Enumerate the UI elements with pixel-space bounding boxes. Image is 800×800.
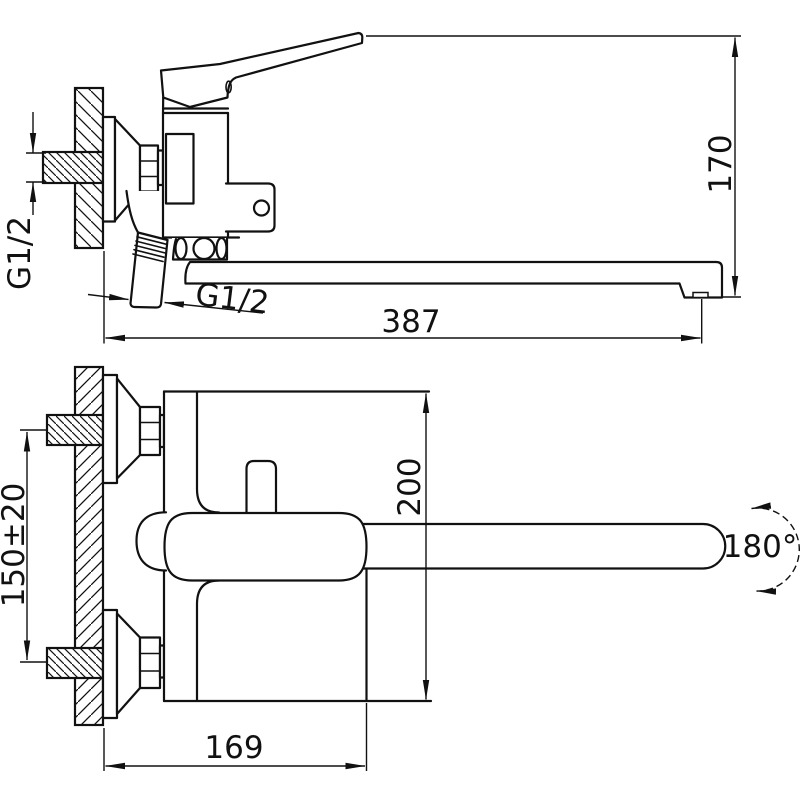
spout-side: [184, 260, 724, 299]
front-view: [45, 365, 727, 727]
side-view: [41, 31, 724, 309]
escutcheon-plate-bottom: [101, 608, 119, 720]
lever-handle-side: [159, 31, 364, 109]
hex-nut-top: [138, 405, 162, 457]
supply-pipe-top: [45, 413, 105, 447]
body-height-label: 200: [392, 457, 428, 516]
dimension-body-width: 169: [103, 703, 368, 771]
body-cover-plate: [164, 132, 195, 205]
spout-reach-label: 387: [381, 304, 440, 340]
dimension-mount-centers: 150±20: [0, 429, 46, 663]
cartridge-pill-front: [163, 511, 368, 582]
spout-front: [358, 522, 727, 570]
dimension-body-height: 200: [392, 393, 430, 700]
swivel-joint-side: [171, 236, 229, 261]
shower-thread-label: G1/2: [193, 277, 271, 322]
spout-bracket: [224, 182, 276, 233]
supply-pipe-bottom: [45, 646, 105, 680]
dimension-shower-thread: G1/2: [87, 277, 271, 322]
side-port-bump: [135, 511, 168, 572]
hex-nut-bottom: [138, 636, 162, 690]
spout-swivel-label: 180°: [723, 529, 798, 565]
mount-centers-label: 150±20: [0, 483, 32, 608]
body-width-label: 169: [204, 730, 263, 766]
handle-neck-detail: [225, 80, 232, 94]
supply-pipe-side: [41, 150, 105, 185]
wall-thread-label: G1/2: [2, 216, 38, 290]
overall-height-label: 170: [703, 134, 739, 193]
dimension-overall-height: 170: [366, 35, 741, 298]
hex-nut-side: [138, 144, 160, 193]
bracket-hole: [252, 199, 271, 217]
eccentric-cone-bottom: [115, 612, 142, 716]
escutcheon-plate-top: [101, 373, 119, 485]
aerator: [692, 291, 709, 299]
dimension-wall-thread: G1/2: [2, 112, 46, 290]
thread-lines: [132, 236, 168, 263]
shower-connector: [125, 189, 169, 309]
escutcheon-plate-side: [101, 115, 117, 223]
dimension-spout-swivel: 180°: [723, 502, 800, 595]
dimension-spout-reach: 387: [103, 251, 703, 344]
mixer-body-side: [161, 96, 241, 239]
eccentric-cone-top: [115, 377, 142, 480]
lever-stub-front: [245, 459, 278, 513]
dimensions: G1/2 G1/2 387 170 150±20 20: [0, 35, 800, 771]
